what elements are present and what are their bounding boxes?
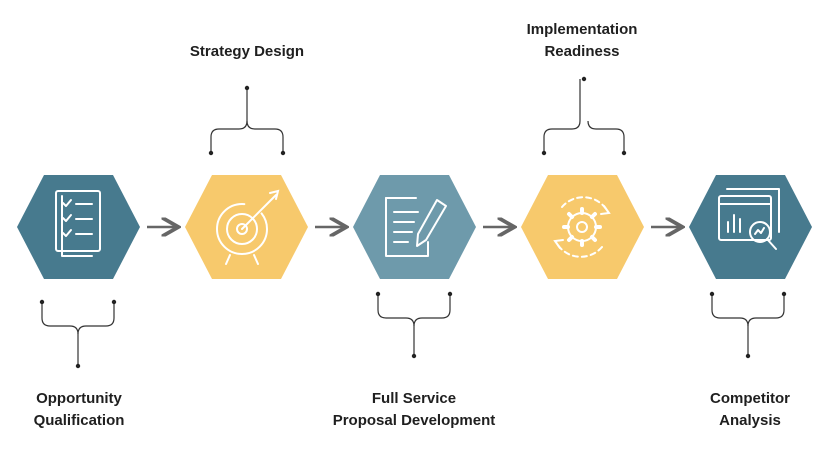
label-line: Qualification [33, 412, 125, 429]
brace-proposal-development [377, 294, 451, 356]
label-proposal-development: Full Service Proposal Development [304, 388, 524, 432]
document-pen-icon [385, 197, 447, 257]
analytics-magnifier-icon [718, 188, 780, 250]
label-line: Implementation [526, 21, 638, 38]
target-icon [216, 189, 280, 265]
label-line: Analysis [719, 412, 781, 429]
label-opportunity-qualification: Opportunity Qualification [0, 388, 189, 432]
label-line: Competitor [710, 390, 790, 407]
checklist-icon [55, 190, 101, 257]
brace-competitor-analysis [711, 294, 785, 356]
gear-cycle-icon [553, 196, 611, 258]
label-line: Proposal Development [332, 412, 496, 429]
brace-strategy-design [210, 88, 284, 153]
label-implementation-readiness: Implementation Readiness [472, 19, 692, 63]
hexagon-proposal-development [353, 175, 476, 279]
brace-dots [39, 76, 787, 369]
hexagon-opportunity-qualification [17, 175, 140, 279]
label-line: Opportunity [36, 390, 122, 407]
label-competitor-analysis: Competitor Analysis [640, 388, 818, 432]
label-line: Full Service [371, 390, 457, 407]
brace-implementation-readiness [543, 79, 625, 153]
label-strategy-design: Strategy Design [137, 41, 357, 63]
brace-opportunity-qualification [41, 302, 115, 366]
label-line: Readiness [544, 43, 620, 60]
label-line: Strategy Design [189, 43, 305, 60]
hexagon-implementation-readiness [521, 175, 644, 279]
